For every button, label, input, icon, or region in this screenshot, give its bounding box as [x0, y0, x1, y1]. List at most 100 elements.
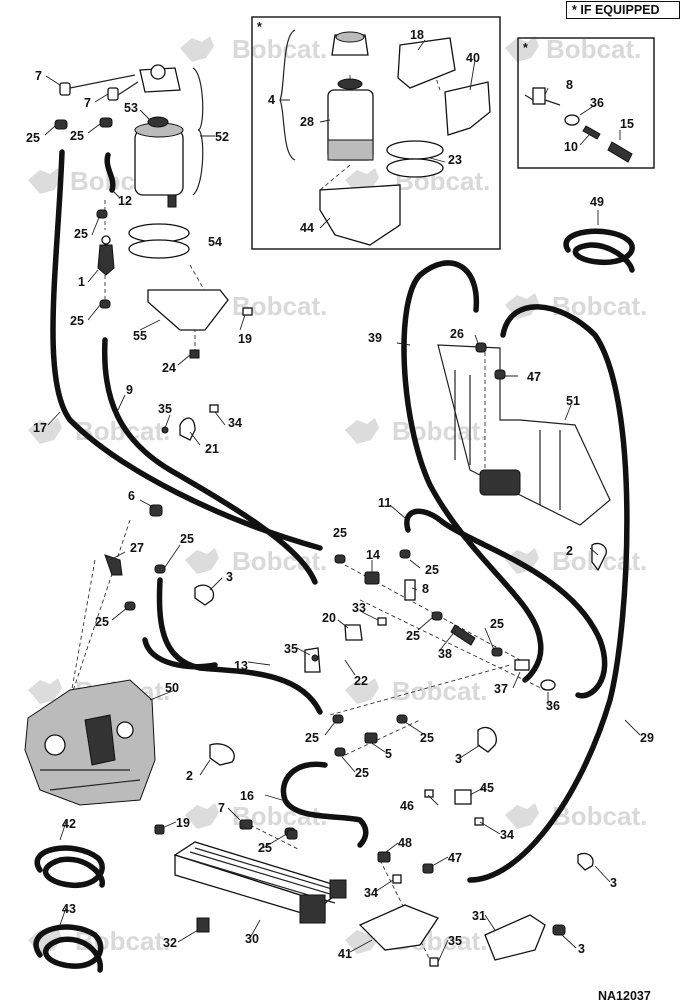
callout-10: 10: [564, 140, 578, 154]
part-40-bracket: [444, 81, 491, 136]
part-7-fitting: [59, 82, 119, 101]
callout-7: 7: [35, 69, 42, 83]
callout-3: 3: [226, 570, 233, 584]
bobcat-head-logo-icon: [505, 36, 539, 62]
callout-25: 25: [425, 563, 439, 577]
part-8-valve-optional: [524, 87, 561, 106]
callout-15: 15: [620, 117, 634, 131]
callout-45: 45: [480, 781, 494, 795]
callout-35: 35: [448, 934, 462, 948]
hose-39: [401, 260, 544, 683]
part-6-fitting: [149, 504, 163, 517]
part-31-bracket: [484, 914, 546, 961]
part-54-clamp: [128, 223, 190, 259]
callout-36: 36: [590, 96, 604, 110]
part-4-filter-kit: [327, 31, 374, 161]
callout-5: 5: [385, 747, 392, 761]
watermark-text: Bobcat.: [232, 34, 327, 64]
callout-25: 25: [490, 617, 504, 631]
callout-25: 25: [70, 129, 84, 143]
part-32-drain: [196, 917, 210, 933]
part-41-bracket: [358, 874, 439, 967]
hose-49: [563, 228, 635, 273]
callout-46: 46: [400, 799, 414, 813]
part-50-engine: [24, 679, 156, 806]
callout-47: 47: [448, 851, 462, 865]
callout-21: 21: [205, 442, 219, 456]
callout-14: 14: [366, 548, 380, 562]
part-30-fuel-cooler: [173, 841, 347, 924]
callout-33: 33: [352, 601, 366, 615]
callout-39: 39: [368, 331, 382, 345]
part-37-fitting: [514, 659, 530, 671]
part-14-valve: [364, 571, 380, 585]
part-36-clamp-optional: [564, 114, 580, 126]
callout-20: 20: [322, 611, 336, 625]
part-2-clamp-right: [591, 542, 607, 572]
callout-25: 25: [406, 629, 420, 643]
part-5-tee: [364, 732, 378, 744]
callout-23: 23: [448, 153, 462, 167]
callout-11: 11: [378, 496, 391, 510]
part-18-bracket: [397, 37, 456, 89]
callout-43: 43: [62, 902, 76, 916]
part-45-46-34-clip: [424, 789, 484, 826]
part-24-nut: [189, 349, 200, 359]
callout-32: 32: [163, 936, 177, 950]
callout-25: 25: [420, 731, 434, 745]
callout-28: 28: [300, 115, 314, 129]
bobcat-head-logo-icon: [28, 168, 62, 194]
hose-42: [34, 845, 105, 889]
callout-25: 25: [95, 615, 109, 629]
callout-18: 18: [410, 28, 424, 42]
callout-48: 48: [398, 836, 412, 850]
part-55-bracket: [147, 289, 229, 331]
part-35-21-34-clip: [161, 404, 219, 441]
watermark-text: Bobcat.: [392, 416, 487, 446]
part-3-clamp-lower: [477, 726, 497, 753]
legend-text: IF EQUIPPED: [580, 3, 660, 17]
callout-3: 3: [610, 876, 617, 890]
callout-37: 37: [494, 682, 508, 696]
callout-25: 25: [70, 314, 84, 328]
watermark-text: Bobcat.: [392, 676, 487, 706]
callout-8: 8: [566, 78, 573, 92]
callout-49: 49: [590, 195, 604, 209]
bobcat-head-logo-icon: [28, 678, 62, 704]
callout-50: 50: [165, 681, 179, 695]
callout-25: 25: [26, 131, 40, 145]
part-3-clamp-mid: [194, 584, 215, 606]
callout-36: 36: [546, 699, 560, 713]
hose-12: [104, 152, 116, 193]
callout-29: 29: [640, 731, 654, 745]
part-25-clamps-left: [96, 209, 111, 309]
fuel-lines-top: [69, 74, 139, 96]
callout-3: 3: [455, 752, 462, 766]
callout-40: 40: [466, 51, 480, 65]
watermark-text: Bobcat.: [232, 546, 327, 576]
part-8-valve: [404, 579, 416, 601]
part-26-47-clamps: [475, 342, 506, 380]
inset-star: *: [523, 41, 528, 55]
callout-7: 7: [218, 801, 225, 815]
bobcat-head-logo-icon: [180, 36, 214, 62]
callout-numbers: 7 7 25 25 53 52 12 25 54 1 25 55 19 24 9…: [26, 28, 654, 961]
callout-8: 8: [422, 582, 429, 596]
callout-44: 44: [300, 221, 314, 235]
callout-1: 1: [78, 275, 85, 289]
hose-11: [404, 508, 608, 699]
callout-41: 41: [338, 947, 352, 961]
part-3-clamps-right: [552, 852, 594, 936]
watermark-text: Bobcat.: [546, 34, 641, 64]
callout-30: 30: [245, 932, 259, 946]
hose-16: [280, 761, 369, 848]
bobcat-head-logo-icon: [185, 803, 219, 829]
part-53-filter-head: [139, 64, 181, 93]
callout-2: 2: [186, 769, 193, 783]
callout-34: 34: [228, 416, 242, 430]
callout-26: 26: [450, 327, 464, 341]
hose-29: [467, 304, 630, 883]
callout-25: 25: [258, 841, 272, 855]
